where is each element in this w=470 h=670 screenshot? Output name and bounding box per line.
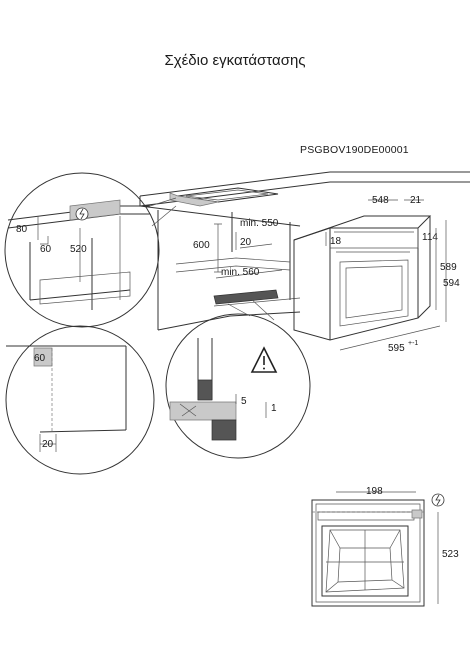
- dim-600-label: 600: [193, 240, 210, 251]
- dim-18-label: 18: [330, 236, 342, 247]
- cabinet-perspective: 600 min. 550 20 min. 560: [139, 171, 470, 331]
- dim-60-left-label: 60: [40, 244, 52, 255]
- oven-rear-view: 198 523: [311, 486, 459, 607]
- detail-circle-clearance: 5 1: [165, 297, 311, 459]
- dim-80-label: 80: [16, 224, 28, 235]
- dim-595-label: 595: [388, 343, 405, 354]
- dim-589-label: 589: [440, 262, 457, 273]
- document-code: PSGBOV190DE00001: [300, 144, 409, 156]
- dim-520-label: 520: [70, 244, 87, 255]
- dim-21-label: 21: [410, 195, 422, 206]
- dim-548-label: 548: [372, 195, 389, 206]
- detail-circle-cabinet-gap: 60 20: [5, 325, 155, 475]
- dim-min550-label: min. 550: [240, 218, 279, 229]
- dim-198-label: 198: [366, 486, 383, 497]
- oven-isometric: 548 21 18 114 589 594 595 +-1: [293, 195, 460, 354]
- dim-min560-label: min. 560: [221, 267, 260, 278]
- dim-20-top-label: 20: [240, 237, 252, 248]
- dim-1-label: 1: [271, 403, 277, 414]
- dim-595-tolerance: +-1: [408, 340, 418, 347]
- dim-523-label: 523: [442, 549, 459, 560]
- dim-594-label: 594: [443, 278, 460, 289]
- dim-114-label: 114: [422, 232, 438, 243]
- dim-20-bottom-label: 20: [42, 439, 54, 450]
- page-title: Σχέδιο εγκατάστασης: [164, 52, 306, 69]
- detail-circle-worktop: 80 60 520: [4, 172, 177, 328]
- dim-60-right-label: 60: [34, 353, 46, 364]
- dim-5-label: 5: [241, 396, 247, 407]
